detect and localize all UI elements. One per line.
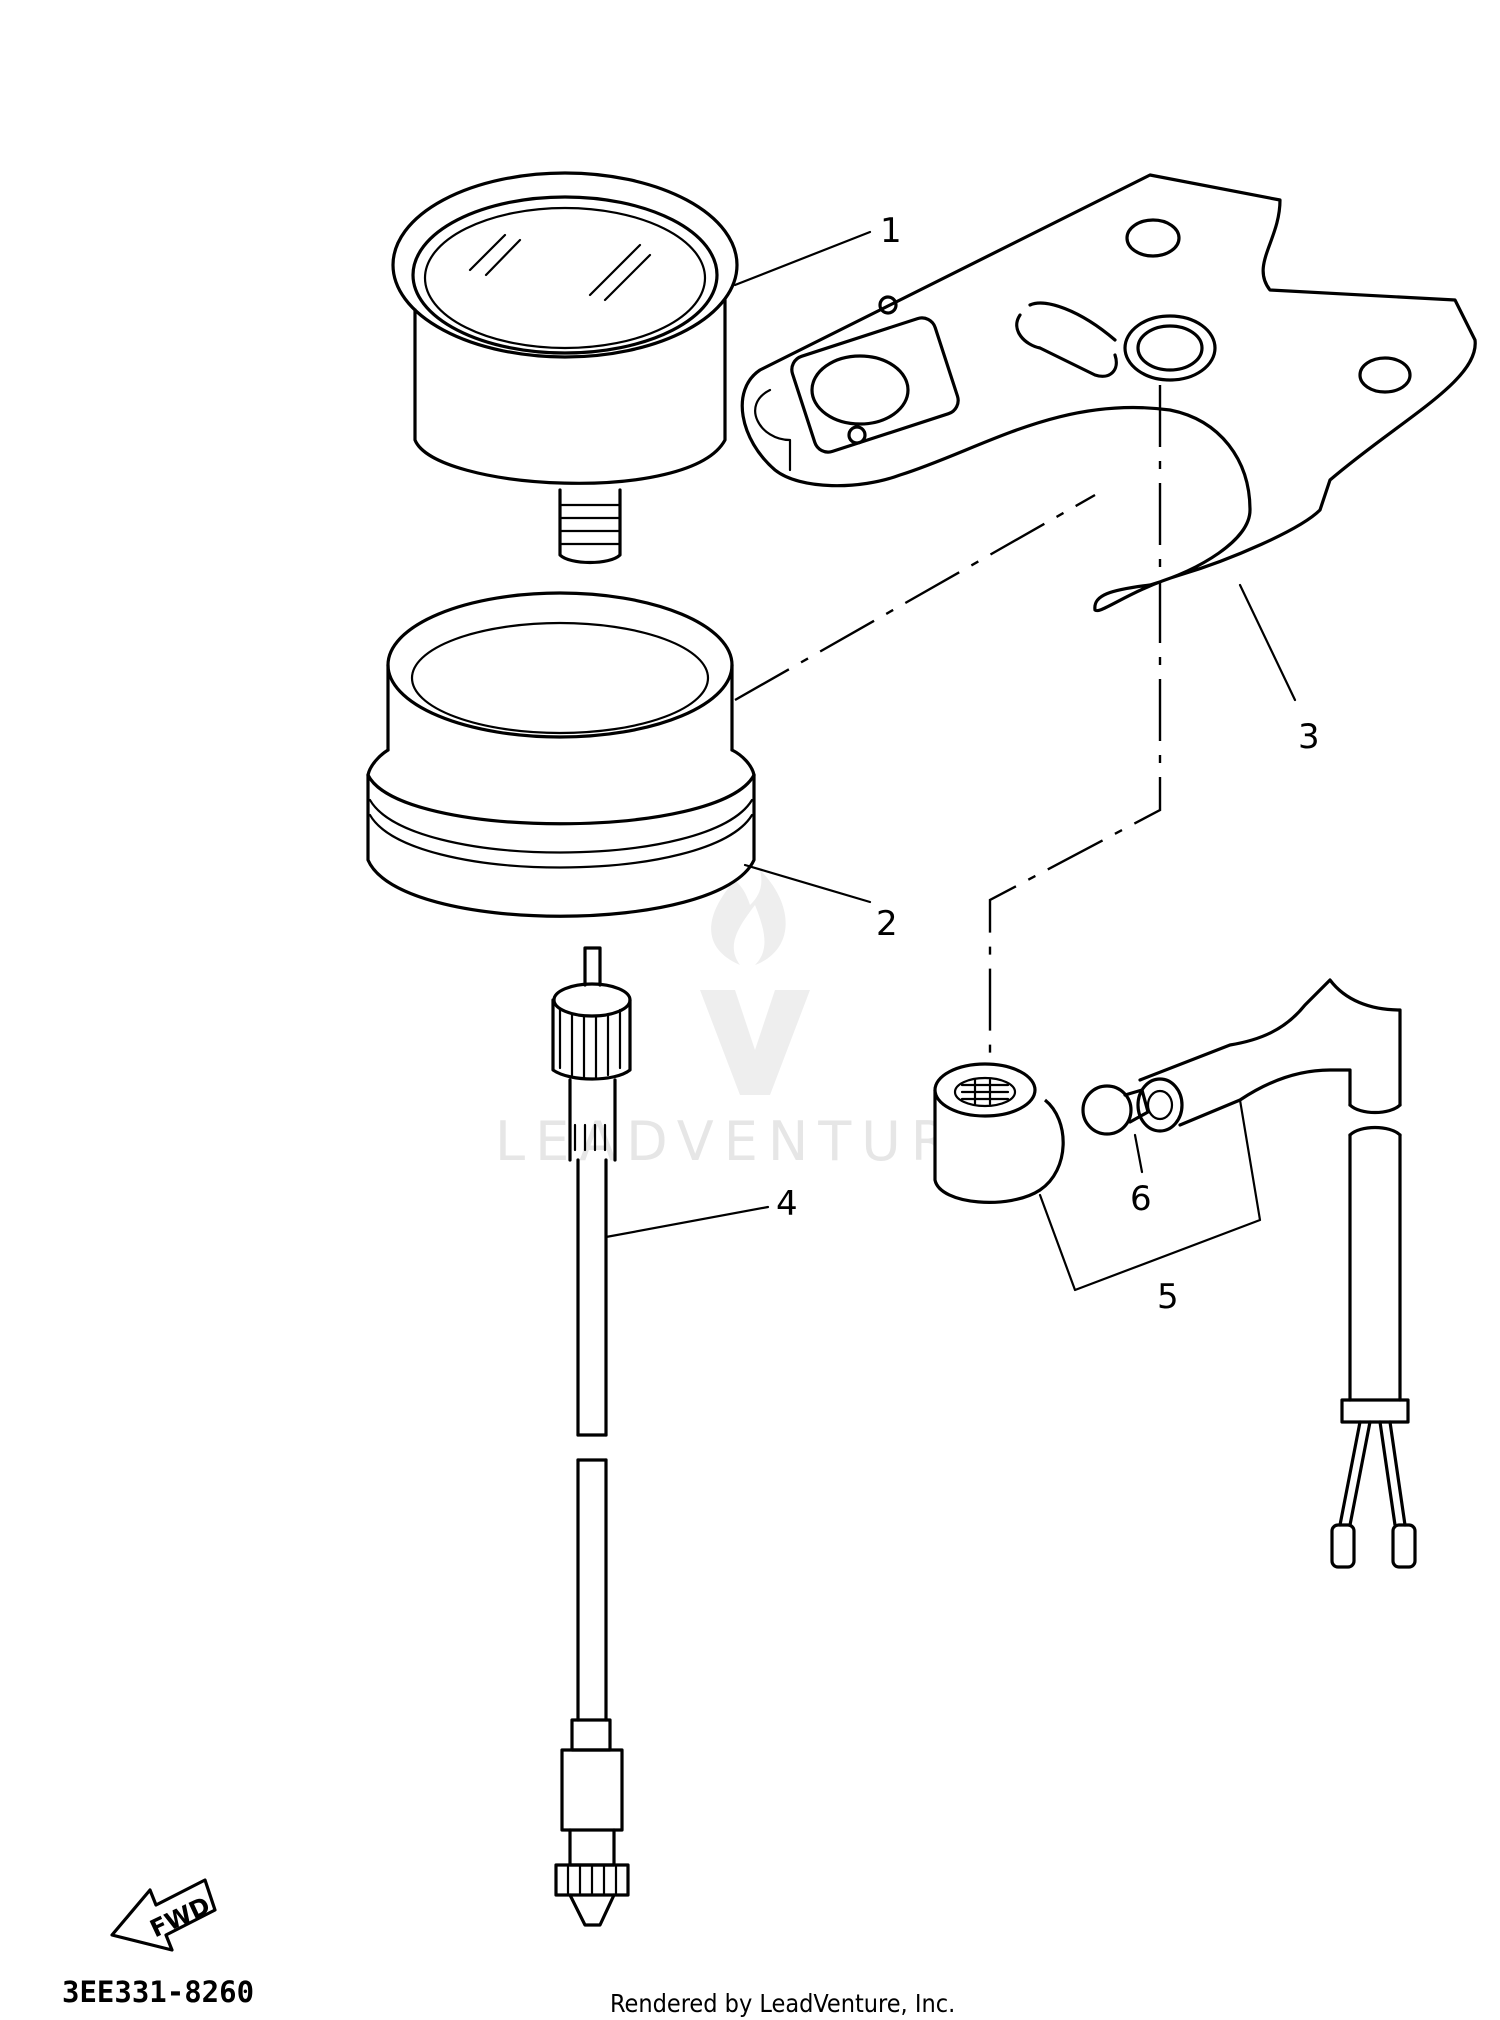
callout-3: 3	[1298, 717, 1320, 757]
assembly-lines	[734, 385, 1162, 1060]
fwd-arrow-icon: FWD	[110, 1878, 217, 1952]
bracket-part	[740, 173, 1477, 613]
callout-5: 5	[1157, 1277, 1179, 1317]
socket-cord-part	[933, 978, 1417, 1569]
meter-part	[391, 171, 739, 565]
fwd-label: FWD	[146, 1891, 215, 1943]
callout-1: 1	[880, 211, 902, 251]
callout-6: 6	[1130, 1179, 1152, 1219]
cable-part	[551, 946, 632, 1927]
diagram-code: 3EE331-8260	[62, 1975, 254, 2009]
meter-case-part	[366, 591, 756, 918]
callout-4: 4	[776, 1184, 798, 1224]
callout-2: 2	[876, 904, 898, 944]
callouts: 1 2 3 4 5 6	[776, 211, 1320, 1317]
leadventure-watermark: LEADVENTURE	[495, 870, 992, 1173]
leader-lines	[604, 230, 1297, 1292]
leadventure-flame-logo	[700, 870, 810, 1095]
footer-credit: Rendered by LeadVenture, Inc.	[610, 1989, 955, 2018]
bulb-part	[1081, 1084, 1150, 1136]
